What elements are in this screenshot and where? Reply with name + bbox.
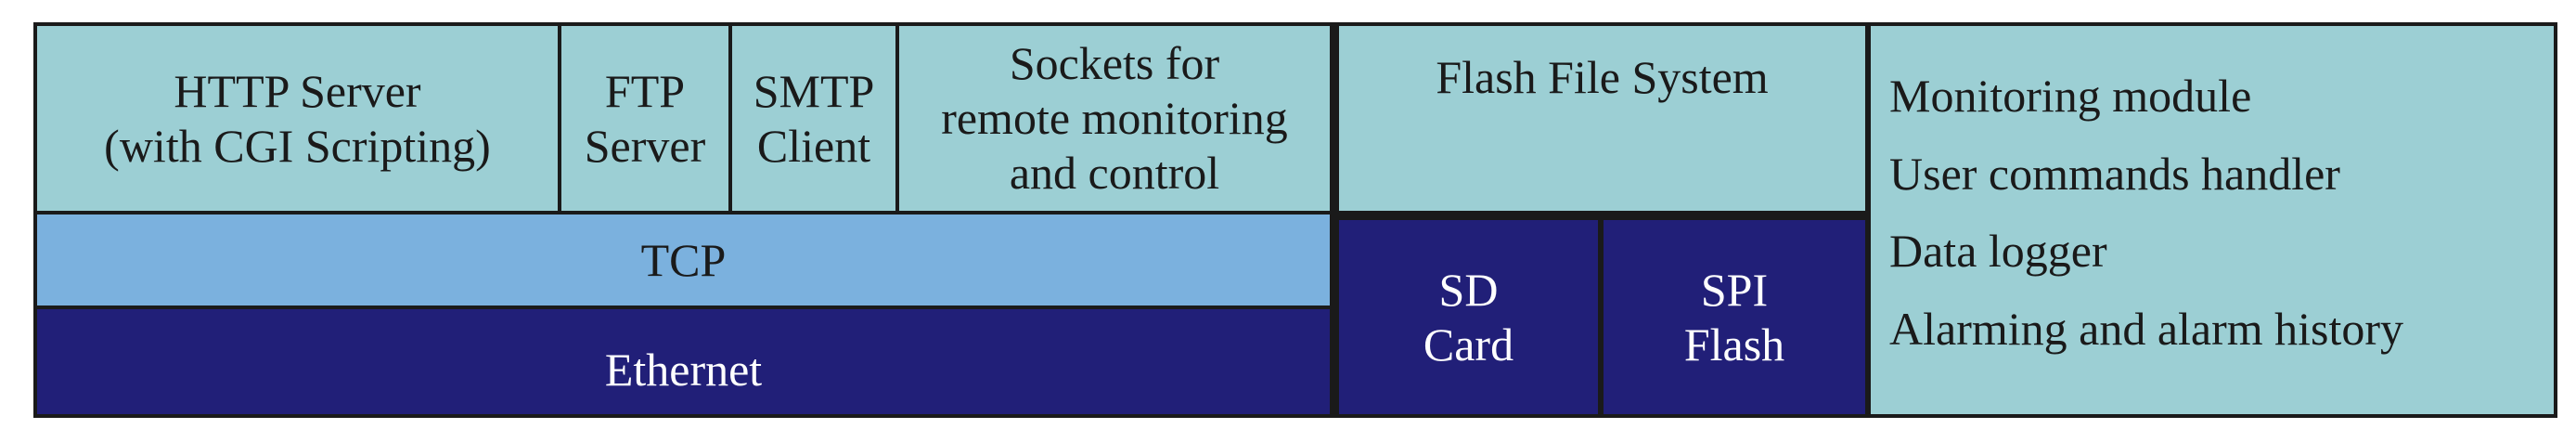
sockets-block: Sockets for remote monitoring and contro… [899, 26, 1330, 211]
flash-file-system-label: Flash File System [1436, 51, 1769, 103]
http-server-line-1: HTTP Server [174, 64, 421, 117]
sd-card-line-2: Card [1423, 318, 1514, 370]
module-item: Data logger [1889, 225, 2107, 277]
smtp-client-line-2: Client [756, 119, 871, 172]
http-server-line-2: (with CGI Scripting) [104, 119, 491, 172]
module-item: User commands handler [1889, 147, 2340, 200]
architecture-diagram: HTTP Server (with CGI Scripting) FTP Ser… [33, 22, 2557, 418]
tcp-label: TCP [640, 233, 727, 286]
smtp-client-block: SMTP Client [732, 26, 895, 211]
smtp-client-line-1: SMTP [753, 64, 875, 117]
ethernet-label: Ethernet [604, 344, 763, 396]
ethernet-block: Ethernet [37, 309, 1330, 414]
tcp-block: TCP [37, 214, 1330, 306]
application-modules-block: Monitoring module User commands handler … [1871, 26, 2554, 414]
spi-flash-block: SPI Flash [1604, 220, 1865, 414]
http-server-block: HTTP Server (with CGI Scripting) [37, 26, 558, 211]
sd-card-block: SD Card [1339, 220, 1598, 414]
ftp-server-line-1: FTP [604, 64, 686, 117]
sd-card-line-1: SD [1438, 263, 1499, 316]
spi-flash-line-1: SPI [1700, 263, 1769, 316]
ftp-server-block: FTP Server [561, 26, 728, 211]
sockets-line-1: Sockets for [1009, 37, 1220, 89]
module-item: Alarming and alarm history [1889, 302, 2404, 355]
module-item: Monitoring module [1889, 70, 2252, 122]
flash-file-system-block: Flash File System [1339, 26, 1865, 211]
sockets-line-2: remote monitoring [941, 92, 1288, 144]
spi-flash-line-2: Flash [1683, 318, 1785, 370]
ftp-server-line-2: Server [584, 119, 706, 172]
sockets-line-3: and control [1009, 147, 1220, 199]
